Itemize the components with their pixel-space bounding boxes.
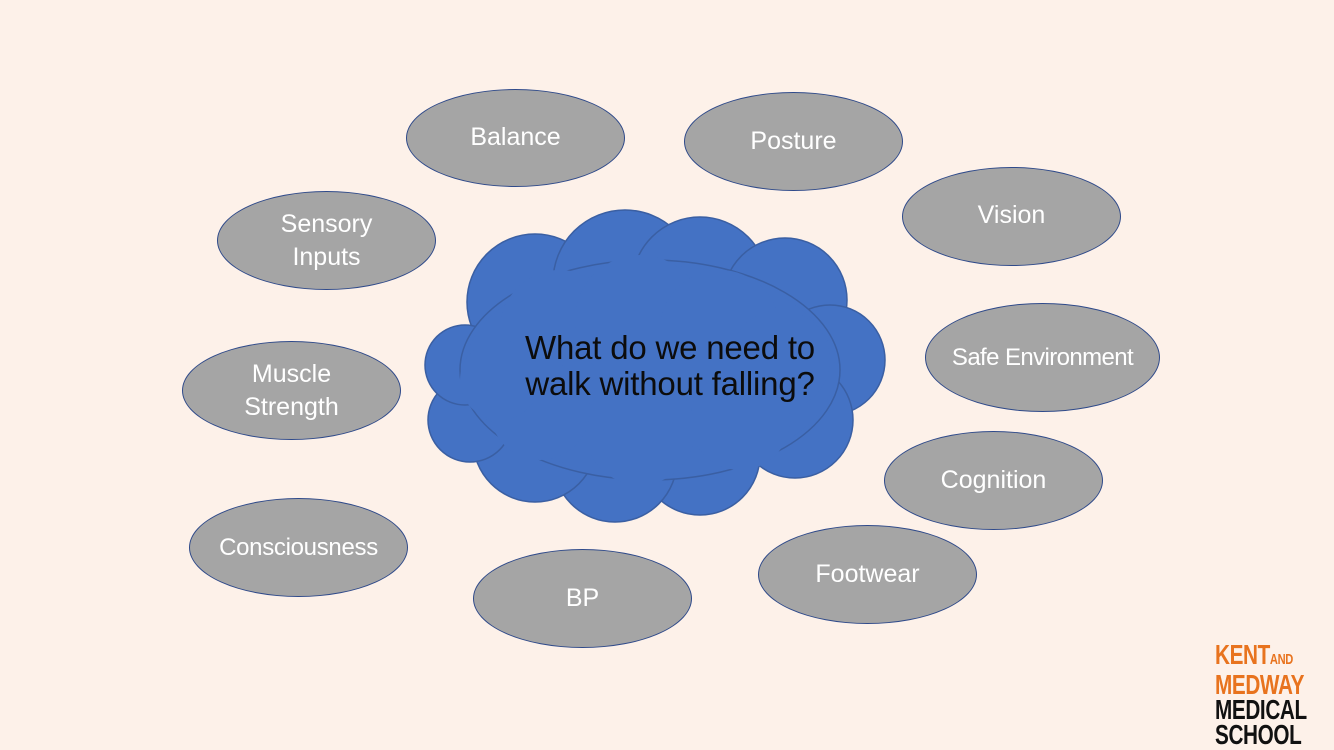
node-vision-label: Vision xyxy=(977,201,1046,229)
node-safe-environment: Safe Environment xyxy=(925,303,1160,412)
logo-medway: MEDWAY xyxy=(1215,669,1305,700)
central-question-line2: walk without falling? xyxy=(525,365,815,402)
node-posture: Posture xyxy=(684,92,903,191)
node-consciousness: Consciousness xyxy=(189,498,408,597)
node-safe-environment-label: Safe Environment xyxy=(951,344,1134,371)
node-cognition-label: Cognition xyxy=(940,466,1047,494)
node-balance: Balance xyxy=(406,89,625,187)
node-muscle-strength-line2: Strength xyxy=(244,392,339,421)
node-posture-label: Posture xyxy=(750,127,837,155)
node-consciousness-label: Consciousness xyxy=(219,534,378,561)
node-muscle-strength: Muscle Strength xyxy=(182,341,401,440)
logo-kent: KENT xyxy=(1215,639,1270,670)
node-footwear: Footwear xyxy=(758,525,977,624)
node-cognition: Cognition xyxy=(884,431,1103,530)
node-bp: BP xyxy=(473,549,692,648)
logo-school: SCHOOL xyxy=(1215,719,1302,750)
central-question: What do we need to walk without falling? xyxy=(490,330,850,402)
central-question-line1: What do we need to xyxy=(525,329,815,366)
node-footwear-label: Footwear xyxy=(815,560,920,588)
kent-medway-medical-school-logo: KENTAND MEDWAY MEDICAL SCHOOL xyxy=(1215,639,1307,750)
logo-medical: MEDICAL xyxy=(1215,694,1307,725)
node-sensory-inputs-line2: Inputs xyxy=(292,242,361,271)
node-sensory-inputs-line1: Sensory xyxy=(280,209,373,238)
node-bp-label: BP xyxy=(565,584,600,612)
node-vision: Vision xyxy=(902,167,1121,266)
node-muscle-strength-line1: Muscle xyxy=(251,359,332,388)
logo-and: AND xyxy=(1269,651,1293,668)
node-sensory-inputs: Sensory Inputs xyxy=(217,191,436,290)
node-balance-label: Balance xyxy=(470,122,561,151)
